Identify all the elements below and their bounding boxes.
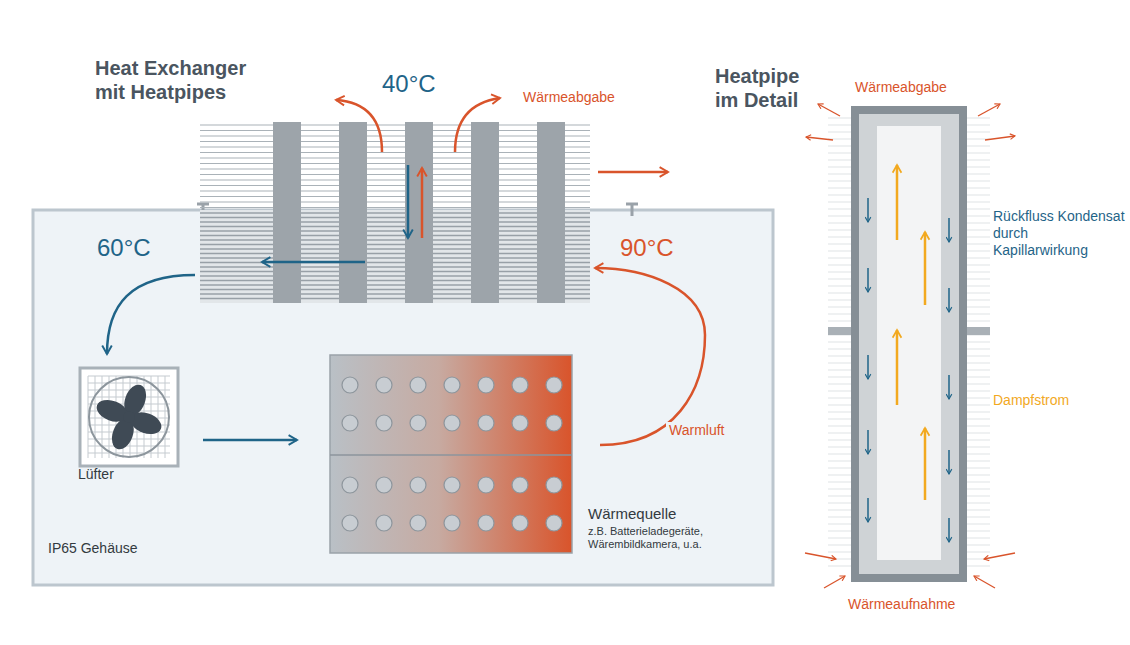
heat-source-body (330, 355, 572, 553)
flow-arrows (262, 98, 668, 262)
heat-flow-arrows (805, 104, 1015, 588)
heat-source: Wärmequellez.B. Batterieladegeräte, Wäre… (330, 355, 572, 553)
heatpipe-title: Heatpipe im Detail (715, 64, 827, 112)
cell-holes (342, 377, 562, 531)
heat-source-title: Wärmequelle (588, 505, 676, 523)
fan-frame (80, 368, 178, 466)
heatpipe-detail: Heatpipe im Detail (851, 106, 967, 582)
heat-exchanger: Heat Exchanger mit Heatpipes (200, 120, 590, 305)
enclosure-label: IP65 Gehäuse (48, 540, 138, 557)
heatpipe-tubes (273, 122, 565, 303)
heat-release-label: Wärmeabgabe (855, 79, 947, 96)
condensate-label: Rückfluss Kondensat durch Kapillarwirkun… (993, 208, 1125, 258)
fan-grille (88, 376, 170, 458)
vapour-arrows (897, 165, 925, 500)
flow-connector (107, 275, 195, 354)
temperature-label: 40°C (382, 70, 436, 99)
flow-connector (595, 268, 705, 445)
heatpipe-wall (855, 110, 963, 578)
edge-label: Warmluft (666, 422, 727, 439)
exchanger-fins (200, 125, 590, 299)
condensate-arrows (868, 198, 949, 542)
enclosure-box: IP65 GehäuseLüfterWärmequellez.B. Batter… (33, 210, 773, 585)
fan-ring (89, 377, 169, 457)
housing-outline (33, 210, 773, 585)
heat-release-label: Wärmeabgabe (523, 89, 615, 106)
temperature-label: 60°C (97, 234, 151, 263)
fan-label: Lüfter (78, 466, 114, 483)
temperature-label: 90°C (620, 234, 674, 263)
fan-unit: Lüfter (80, 368, 178, 466)
heat-source-examples: z.B. Batterieladegeräte, Wärembildkamera… (588, 525, 733, 551)
exchanger-lower (200, 210, 590, 303)
flow-connector (203, 439, 297, 442)
heat-source-divider (330, 454, 572, 456)
heatpipe-core (877, 126, 941, 560)
heat-intake-label: Wärmeaufnahme (848, 596, 955, 613)
exchanger-title: Heat Exchanger mit Heatpipes (95, 56, 265, 104)
fan-blades (94, 382, 165, 453)
vapour-label: Dampfstrom (993, 392, 1069, 409)
